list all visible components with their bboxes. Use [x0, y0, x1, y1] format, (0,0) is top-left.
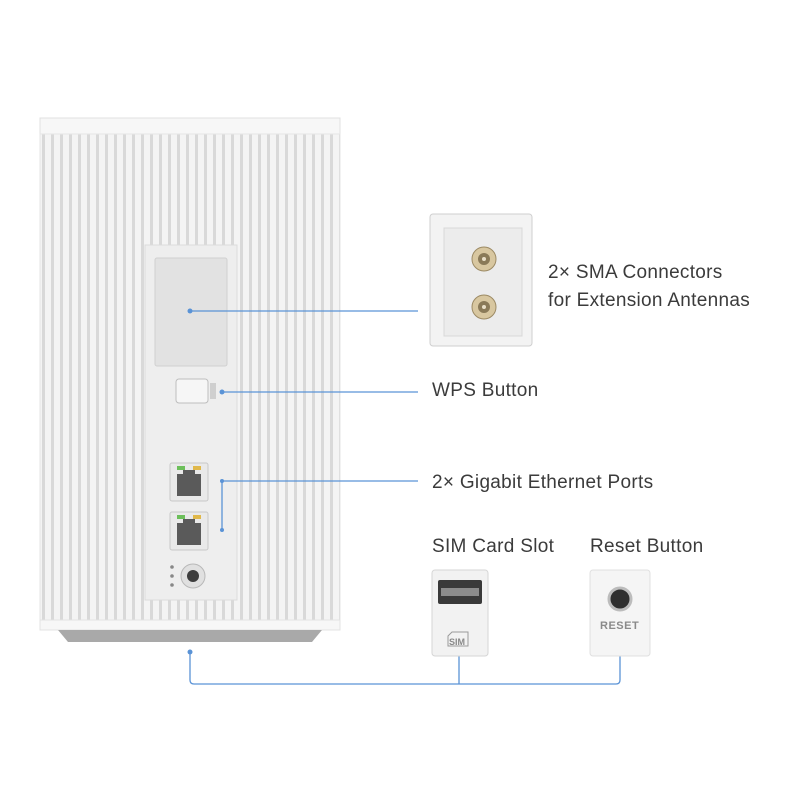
ethernet-port-1[interactable] [169, 462, 209, 502]
wps-button[interactable] [175, 378, 216, 404]
sim-slot-detail [431, 569, 489, 657]
ethernet-ports-label: 2× Gigabit Ethernet Ports [432, 472, 654, 493]
sma-connectors-label-line2: for Extension Antennas [548, 290, 751, 311]
reset-detail [589, 569, 651, 657]
power-jack [170, 563, 206, 589]
ethernet-port-2[interactable] [169, 511, 209, 551]
reset-printed-label: RESET [600, 620, 640, 632]
sma-connector-icon [471, 246, 497, 320]
sim-card-slot-label: SIM Card Slot [432, 536, 555, 557]
sma-connectors-label: 2× SMA Connectors for Extension Antennas [548, 259, 750, 315]
wps-button-label: WPS Button [432, 380, 539, 401]
sma-connector-detail [429, 213, 533, 347]
callout-lines [187, 308, 621, 685]
reset-button-label: Reset Button [590, 536, 704, 557]
sma-connectors-label-line1: 2× SMA Connectors [548, 262, 723, 283]
sim-slot-printed-label: SIM [449, 637, 466, 647]
